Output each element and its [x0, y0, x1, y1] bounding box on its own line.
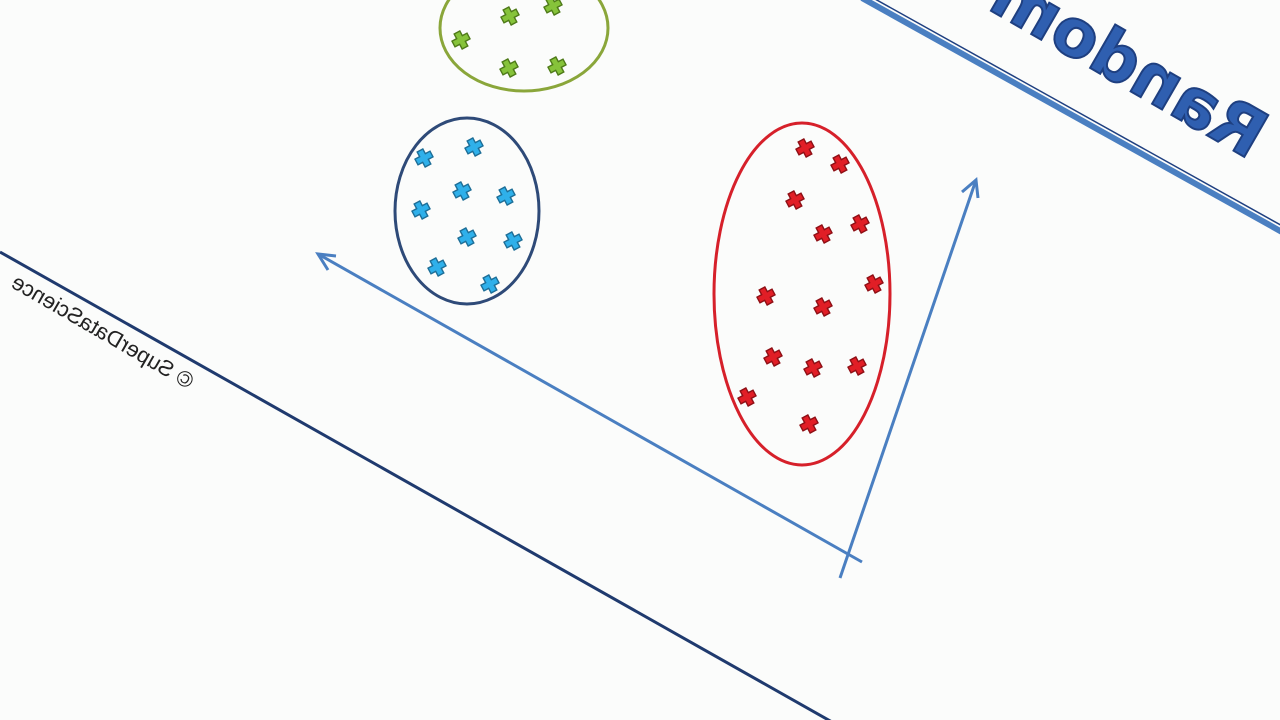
data-point-red-7 [756, 286, 776, 306]
data-point-green-5 [547, 56, 567, 76]
data-point-red-6 [864, 274, 884, 294]
data-point-blue-9 [480, 274, 500, 294]
data-point-green-2 [543, 0, 563, 16]
vertical-axis [838, 179, 978, 579]
data-point-red-4 [850, 214, 870, 234]
data-point-red-12 [737, 387, 757, 407]
data-point-red-13 [799, 414, 819, 434]
data-point-blue-7 [503, 231, 523, 251]
data-point-red-1 [795, 138, 815, 158]
vertical-axis-arrowhead [961, 177, 980, 199]
data-point-red-10 [803, 358, 823, 378]
data-point-red-11 [847, 356, 867, 376]
data-point-red-9 [763, 347, 783, 367]
data-point-blue-2 [464, 137, 484, 157]
data-point-blue-1 [414, 148, 434, 168]
cluster-ring-green [438, 0, 610, 93]
horizontal-axis [317, 252, 863, 564]
cluster-ring-red [712, 121, 892, 467]
data-point-green-1 [500, 6, 520, 26]
data-point-blue-3 [452, 181, 472, 201]
title-underline [860, 0, 1280, 235]
cluster-ring-blue [393, 116, 541, 306]
data-point-red-8 [813, 297, 833, 317]
data-points [411, 0, 884, 434]
data-point-blue-5 [411, 200, 431, 220]
data-point-blue-8 [427, 257, 447, 277]
data-point-red-3 [785, 190, 805, 210]
data-point-red-2 [830, 154, 850, 174]
chart-axes [315, 177, 980, 579]
data-point-green-3 [451, 30, 471, 50]
horizontal-axis-arrowhead [315, 252, 337, 271]
data-point-blue-4 [496, 186, 516, 206]
data-point-red-5 [813, 224, 833, 244]
data-point-blue-6 [457, 227, 477, 247]
footer-divider-line [0, 250, 832, 720]
data-point-green-4 [499, 58, 519, 78]
